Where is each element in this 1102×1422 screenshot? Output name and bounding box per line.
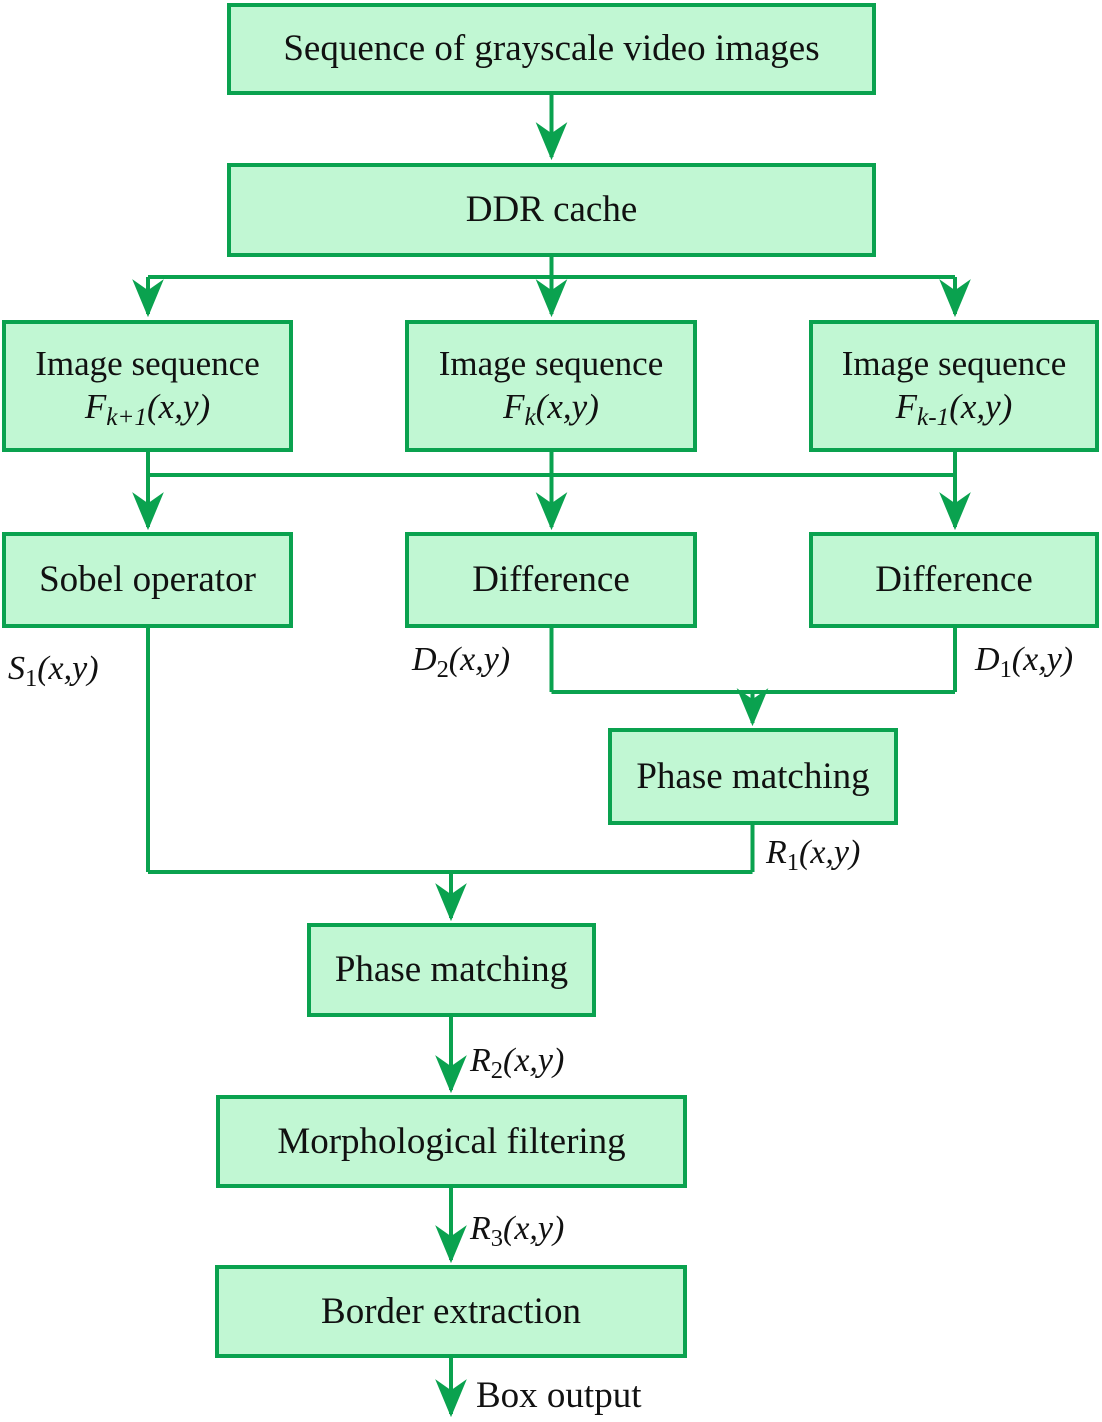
node-image-sequence-k-1-label: Image sequence	[841, 344, 1067, 384]
node-image-sequence-k: Image sequence Fk(x,y)	[405, 320, 697, 452]
signal-label-s1: S1(x,y)	[8, 650, 99, 692]
node-border-extraction-label: Border extraction	[321, 1290, 581, 1332]
node-sobel-operator-label: Sobel operator	[39, 559, 256, 601]
node-morphological-filtering-label: Morphological filtering	[277, 1120, 626, 1162]
node-phase-matching-1: Phase matching	[608, 728, 898, 825]
signal-label-d1: D1(x,y)	[975, 641, 1074, 683]
node-ddr-cache: DDR cache	[227, 163, 876, 257]
node-difference-center: Difference	[405, 532, 697, 628]
signal-label-r1: R1(x,y)	[766, 834, 861, 876]
node-ddr-cache-label: DDR cache	[465, 189, 638, 231]
node-image-sequence-k-1: Image sequence Fk-1(x,y)	[809, 320, 1099, 452]
node-morphological-filtering: Morphological filtering	[216, 1095, 687, 1188]
signal-label-box-output: Box output	[476, 1375, 642, 1416]
node-phase-matching-1-label: Phase matching	[636, 755, 870, 797]
node-image-sequence-k+1: Image sequence Fk+1(x,y)	[2, 320, 293, 452]
node-difference-right: Difference	[809, 532, 1099, 628]
signal-label-d2: D2(x,y)	[412, 641, 511, 683]
node-phase-matching-2-label: Phase matching	[334, 949, 569, 991]
formula-fk+1: Fk+1(x,y)	[84, 387, 211, 432]
node-border-extraction: Border extraction	[215, 1265, 687, 1358]
node-image-sequence-k+1-label: Image sequence	[35, 344, 260, 384]
signal-label-r3: R3(x,y)	[470, 1210, 565, 1252]
node-sequence-grayscale-label: Sequence of grayscale video images	[283, 28, 820, 70]
node-difference-right-label: Difference	[875, 559, 1033, 601]
node-difference-center-label: Difference	[472, 559, 630, 601]
node-phase-matching-2: Phase matching	[307, 923, 596, 1017]
node-sequence-grayscale: Sequence of grayscale video images	[227, 3, 876, 95]
node-image-sequence-k-label: Image sequence	[438, 344, 664, 384]
node-sobel-operator: Sobel operator	[2, 532, 293, 628]
signal-label-r2: R2(x,y)	[470, 1042, 565, 1084]
formula-fk: Fk(x,y)	[503, 387, 599, 432]
formula-fk-1: Fk-1(x,y)	[895, 387, 1013, 432]
